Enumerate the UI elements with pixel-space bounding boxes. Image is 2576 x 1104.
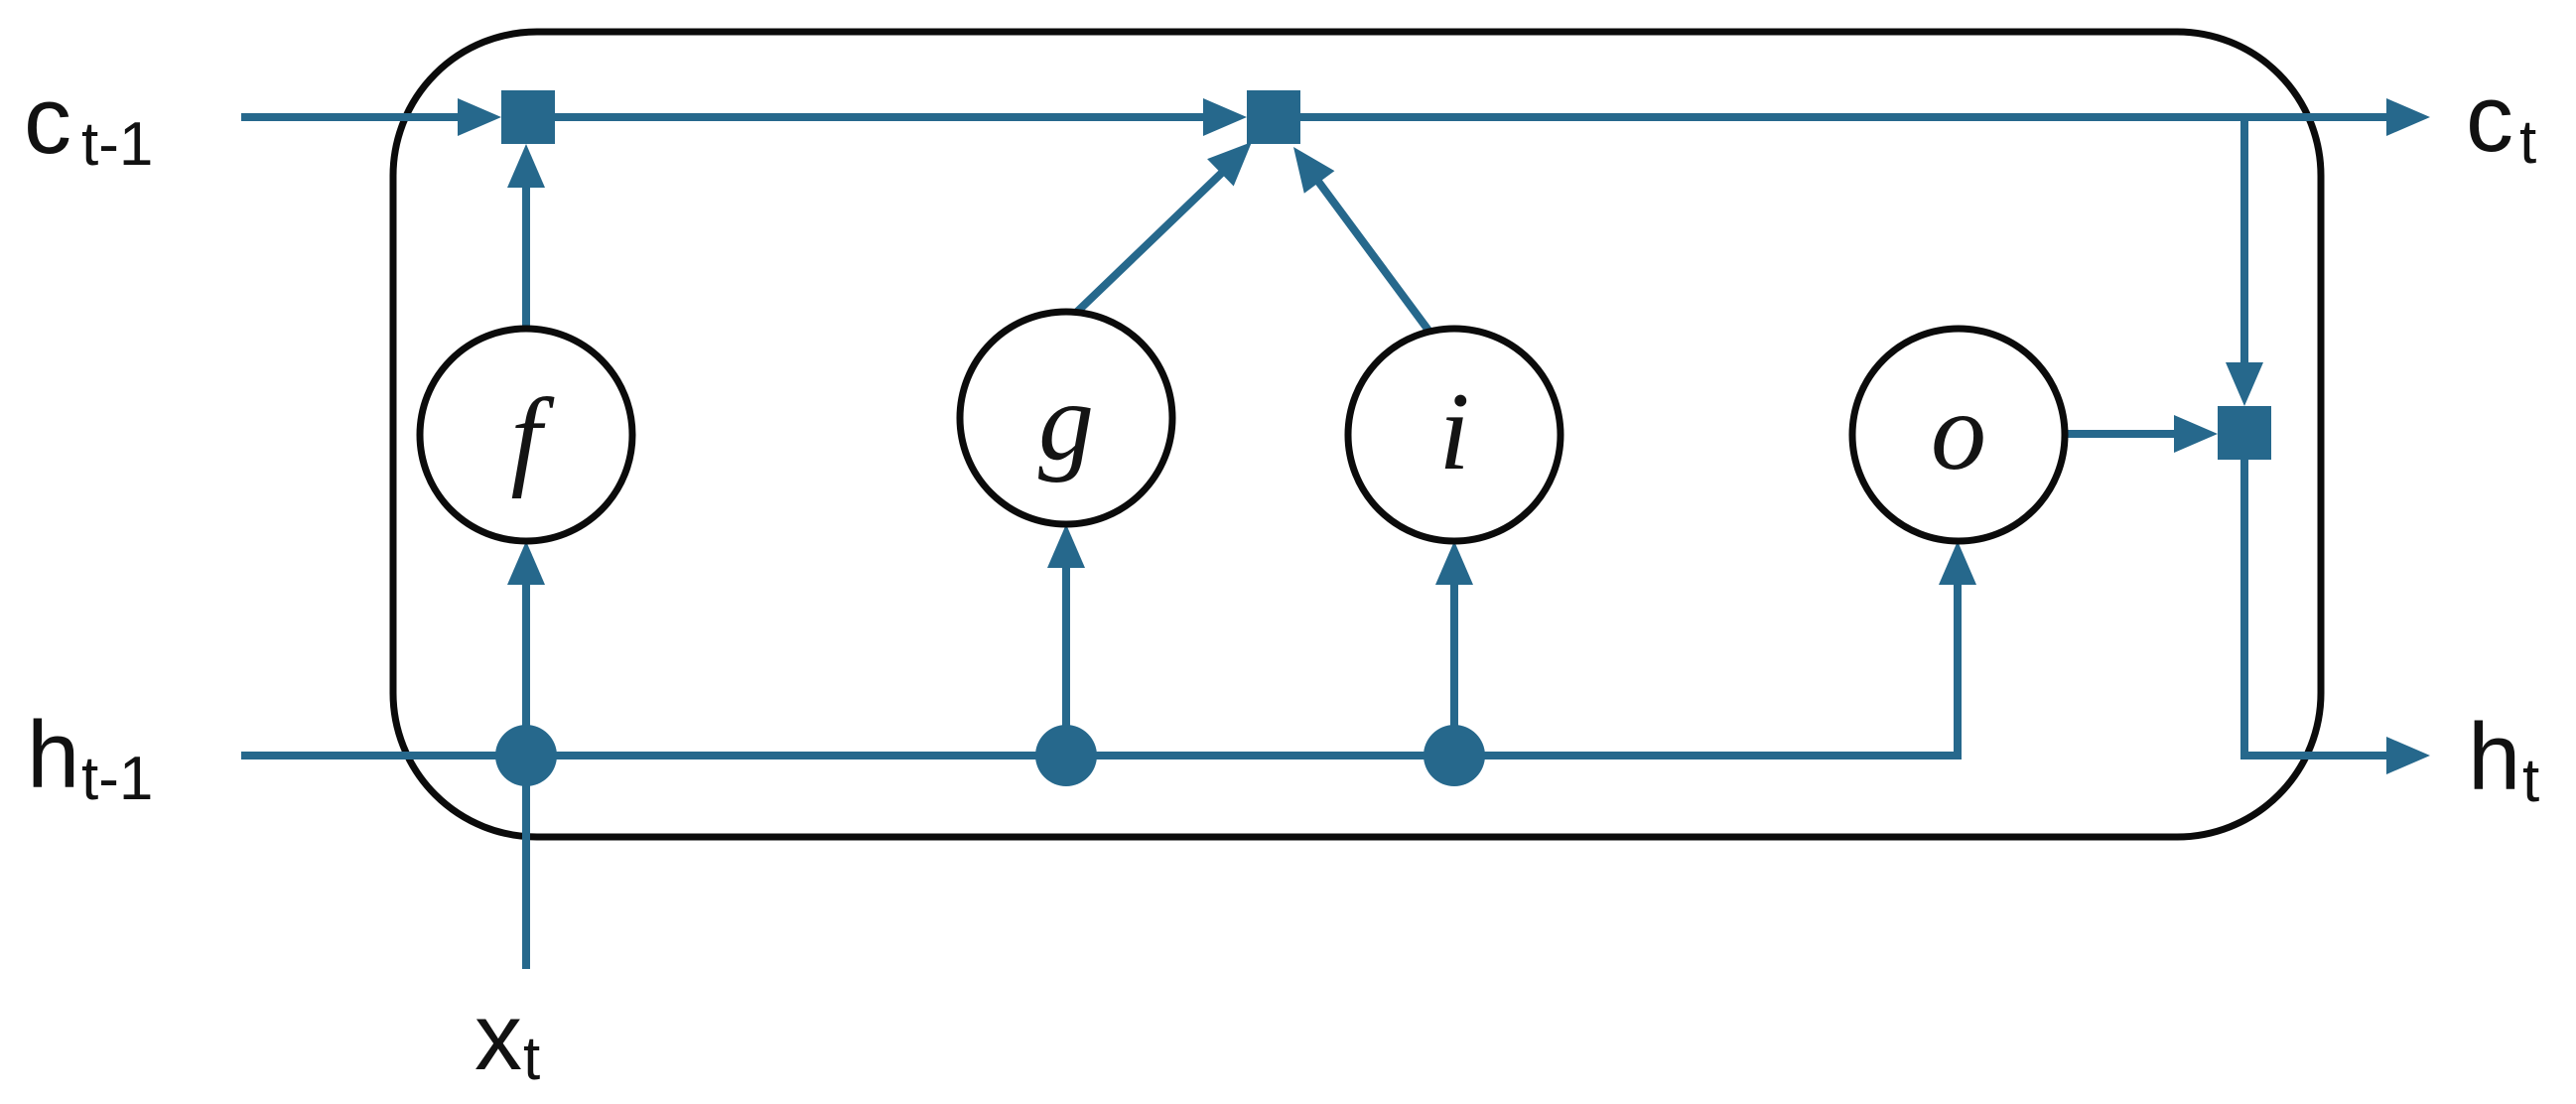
arrowhead-h-out-icon <box>2386 737 2430 774</box>
h-line-in <box>241 585 1962 759</box>
input-subscript: t <box>523 1025 540 1093</box>
arrowhead-into-candidate-gate-icon <box>1047 524 1085 568</box>
input-path <box>507 541 545 969</box>
arrowhead-into-add-op-icon <box>1203 98 1247 136</box>
forget-gate-node <box>416 325 636 545</box>
cell-state-in-label: c <box>24 68 71 174</box>
gate-feeds <box>507 142 2271 756</box>
cell-add-op <box>1247 90 1300 144</box>
hidden-state-in-subscript: t-1 <box>81 745 153 813</box>
arrowhead-g-to-add-icon <box>1207 142 1252 187</box>
cell-state-out-subscript: t <box>2519 108 2536 177</box>
gate-nodes: f g i o <box>416 308 2069 545</box>
lstm-cell-boundary <box>389 28 2325 841</box>
input-gate-output-line <box>1312 176 1433 335</box>
cell-state-in-subscript: t-1 <box>81 110 153 179</box>
input-gate-label: i <box>1438 370 1469 493</box>
forget-multiply-op <box>501 90 555 144</box>
output-gate-node <box>1848 325 2069 545</box>
arrowhead-into-forget-gate-icon <box>507 541 545 585</box>
hidden-state-out-subscript: t <box>2522 747 2539 815</box>
h-line-out <box>2240 460 2386 759</box>
candidate-gate-label: g <box>1038 360 1094 483</box>
arrowhead-into-output-op-icon <box>2226 362 2263 406</box>
cell-state-path <box>241 90 2430 406</box>
io-labels: c t-1 c t h t-1 h t x t <box>24 66 2539 1093</box>
arrowhead-o-to-op-icon <box>2174 415 2218 453</box>
arrowhead-f-to-op-icon <box>507 144 545 188</box>
arrowhead-i-to-add-icon <box>1293 147 1335 194</box>
input-gate-node <box>1344 325 1564 545</box>
hidden-state-out-label: h <box>2468 704 2520 810</box>
arrowhead-into-input-gate-icon <box>1435 541 1473 585</box>
candidate-gate-node <box>956 308 1176 528</box>
arrowhead-into-forget-op-icon <box>458 98 501 136</box>
arrowhead-into-output-gate-icon <box>1939 541 1976 585</box>
input-label: x <box>475 984 522 1090</box>
hidden-state-in-label: h <box>27 702 79 808</box>
output-gate-label: o <box>1931 370 1986 493</box>
candidate-gate-output-line <box>1072 166 1229 317</box>
output-multiply-op <box>2218 406 2271 460</box>
cell-state-out-label: c <box>2466 66 2513 172</box>
arrowhead-c-out-icon <box>2386 98 2430 136</box>
